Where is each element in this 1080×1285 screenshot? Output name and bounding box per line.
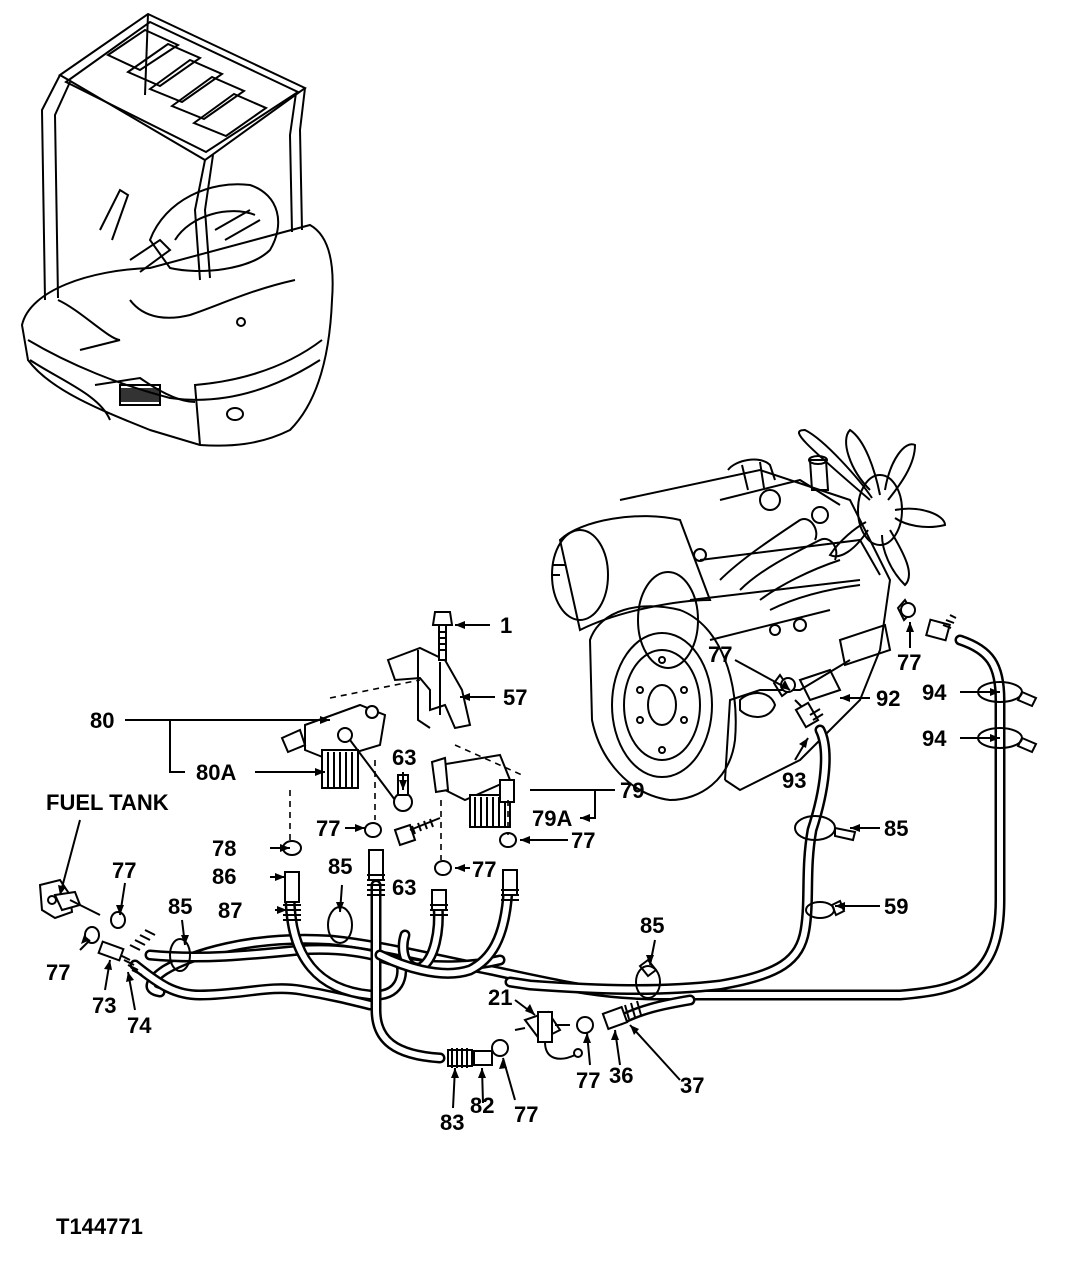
engine-illustration xyxy=(551,428,947,802)
figure-id: T144771 xyxy=(56,1214,143,1239)
callout-85-right: 85 xyxy=(884,816,908,841)
callout-77-a: 77 xyxy=(316,816,340,841)
callout-74: 74 xyxy=(127,1013,152,1038)
callout-77-b: 77 xyxy=(472,857,496,882)
callout-59: 59 xyxy=(884,894,908,919)
callout-83: 83 xyxy=(440,1110,464,1135)
callout-80a: 80A xyxy=(196,760,236,785)
callout-85-mid: 85 xyxy=(328,854,352,879)
callout-37: 37 xyxy=(680,1073,704,1098)
callout-77-e: 77 xyxy=(514,1102,538,1127)
callout-86: 86 xyxy=(212,864,236,889)
callout-79: 79 xyxy=(620,778,644,803)
hose-fittings xyxy=(97,614,957,1068)
callout-82: 82 xyxy=(470,1093,494,1118)
callout-36: 36 xyxy=(609,1063,633,1088)
callout-77-tank-lower: 77 xyxy=(46,960,70,985)
callout-77-engine-left: 77 xyxy=(708,642,732,667)
callout-77-c: 77 xyxy=(571,828,595,853)
callout-80: 80 xyxy=(90,708,114,733)
callout-63-bottom: 63 xyxy=(392,875,416,900)
callout-77-tank: 77 xyxy=(112,858,136,883)
callout-21: 21 xyxy=(488,985,512,1010)
callout-94-lower: 94 xyxy=(922,726,947,751)
callout-73: 73 xyxy=(92,993,116,1018)
callout-92: 92 xyxy=(876,686,900,711)
arrowheads xyxy=(58,621,1000,1078)
pump-21 xyxy=(514,1010,583,1060)
callout-1: 1 xyxy=(500,613,512,638)
filter-79 xyxy=(430,753,515,828)
fuel-hoses xyxy=(129,634,1006,1064)
fan-illustration xyxy=(797,428,947,587)
fuel-filters xyxy=(280,611,523,860)
callout-77-d: 77 xyxy=(576,1068,600,1093)
callout-87: 87 xyxy=(218,898,242,923)
callout-79a: 79A xyxy=(532,806,572,831)
bolt-63 xyxy=(393,774,441,847)
machine-illustration xyxy=(20,12,334,447)
callout-85-low: 85 xyxy=(640,913,664,938)
callout-78: 78 xyxy=(212,836,236,861)
callout-57: 57 xyxy=(503,685,527,710)
callout-77-engine-right: 77 xyxy=(897,650,921,675)
callout-63-top: 63 xyxy=(392,745,416,770)
bolt-1 xyxy=(431,611,454,661)
callout-94-upper: 94 xyxy=(922,680,947,705)
callout-93: 93 xyxy=(782,768,806,793)
callout-85-tank: 85 xyxy=(168,894,192,919)
fuel-tank-fittings xyxy=(38,878,101,920)
leader-lines xyxy=(59,622,1000,1109)
callout-labels: 1 57 80 80A 63 79 79A 77 77 92 94 94 93 … xyxy=(46,613,947,1239)
fuel-tank-label: FUEL TANK xyxy=(46,790,169,815)
